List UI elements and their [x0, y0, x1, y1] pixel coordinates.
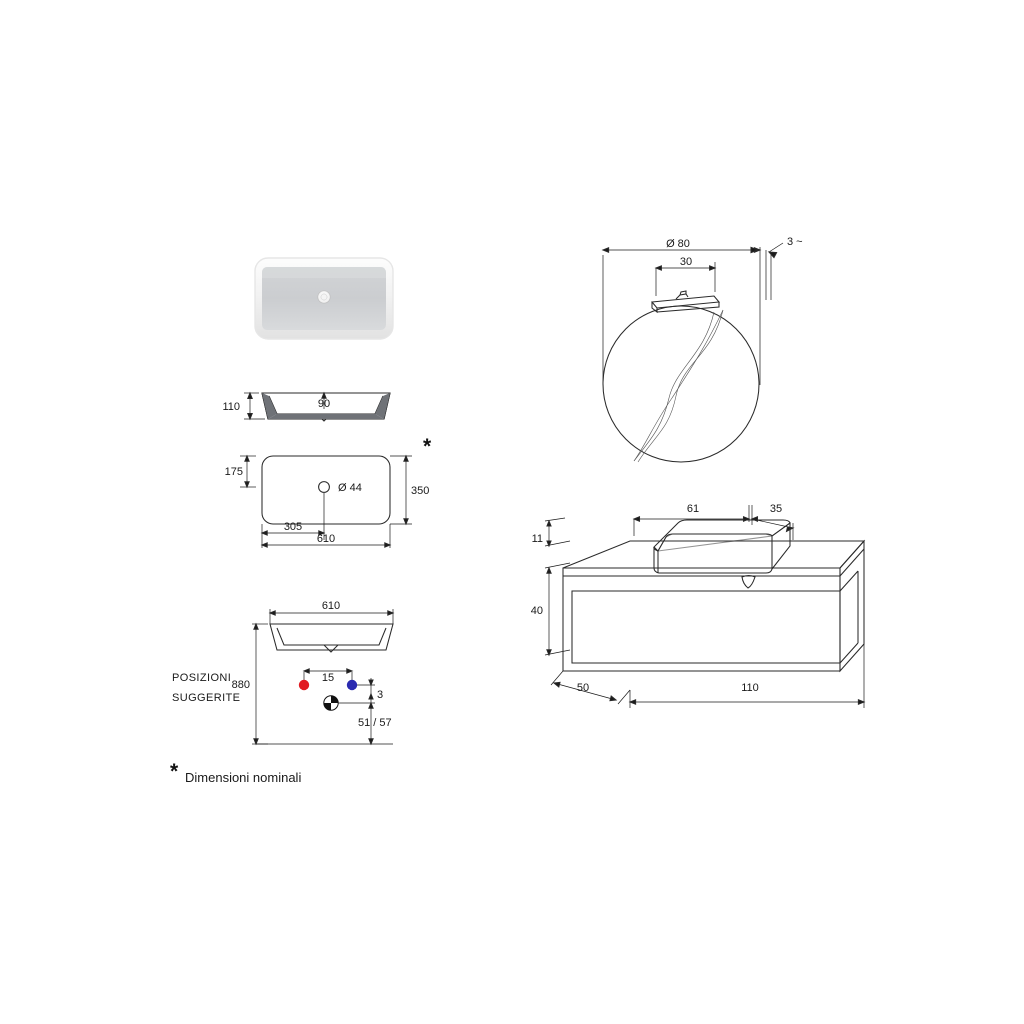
installation-positions-view: 610 880 POSIZIONI SUGGERITE 15 — [172, 600, 395, 746]
dim-610-install: 610 — [268, 600, 395, 624]
mirror-view: Ø 80 30 3 ~ — [601, 236, 803, 463]
dim-label-880: 880 — [232, 679, 250, 691]
hot-water-supply-marker — [298, 679, 310, 691]
dim-label-35: 35 — [770, 503, 782, 515]
dim-175: 175 — [225, 454, 250, 489]
dim-label-305: 305 — [284, 521, 302, 533]
mirror-lamp — [650, 290, 721, 314]
dim-label-50: 50 — [577, 682, 589, 694]
countertop-basin-block — [653, 519, 791, 574]
footnote-text: Dimensioni nominali — [185, 770, 301, 785]
suggested-positions-label-line2: SUGGERITE — [172, 692, 240, 704]
dim-basin-width-61: 61 — [632, 503, 751, 536]
asterisk-marker-footnote: * — [170, 760, 179, 783]
dim-305: 305 — [260, 521, 326, 536]
dim-label-90: 90 — [318, 398, 330, 410]
basin-section-view: 110 90 — [222, 391, 391, 422]
basin-photo-render — [254, 257, 394, 340]
dim-15: 15 — [302, 668, 354, 684]
basin-plan-view: Ø 44 175 350 305 — [225, 435, 432, 548]
dim-mirror-thickness: 3 ~ — [750, 236, 803, 300]
dim-label-lamp-width: 30 — [680, 256, 692, 268]
dim-3: 3 — [368, 678, 383, 703]
dim-label-350: 350 — [411, 485, 429, 497]
dim-label-610-install: 610 — [322, 600, 340, 612]
dim-51-57: 51 / 57 — [358, 701, 392, 746]
dim-350: 350 — [403, 454, 429, 526]
asterisk-marker-plan: * — [423, 435, 432, 458]
dim-label-40: 40 — [531, 605, 543, 617]
dim-unit-depth-50: 50 — [550, 670, 631, 705]
drain-circle — [318, 481, 330, 493]
dim-label-61: 61 — [687, 503, 699, 515]
dim-label-610-plan: 610 — [317, 533, 335, 545]
dim-label-110: 110 — [741, 682, 759, 694]
cold-water-supply-marker — [346, 679, 358, 691]
dim-lamp-width: 30 — [654, 256, 717, 296]
dim-label-mirror-diameter: Ø 80 — [666, 238, 690, 250]
dim-label-3: 3 — [377, 689, 383, 701]
suggested-positions-label-line1: POSIZIONI — [172, 672, 231, 684]
dim-880: 880 — [232, 622, 268, 746]
dim-basin-height-11: 11 — [532, 517, 571, 548]
vanity-unit-view: 61 35 11 40 — [531, 503, 866, 708]
dim-90: 90 — [318, 391, 330, 410]
dim-label-11: 11 — [532, 533, 543, 545]
dim-label-175: 175 — [225, 466, 243, 478]
dim-label-drain-diameter: Ø 44 — [338, 482, 362, 494]
dim-110: 110 — [222, 391, 265, 421]
dim-610-plan: 610 — [260, 533, 392, 548]
dim-label-110: 110 — [222, 401, 240, 413]
dim-label-mirror-thickness: 3 ~ — [787, 236, 803, 248]
dim-unit-height-40: 40 — [531, 562, 571, 657]
dim-unit-width-110: 110 — [628, 644, 866, 708]
footnote: * Dimensioni nominali — [170, 760, 301, 785]
dim-label-15: 15 — [322, 672, 334, 684]
dim-label-51-57: 51 / 57 — [358, 717, 392, 729]
waste-outlet-marker — [323, 695, 339, 711]
